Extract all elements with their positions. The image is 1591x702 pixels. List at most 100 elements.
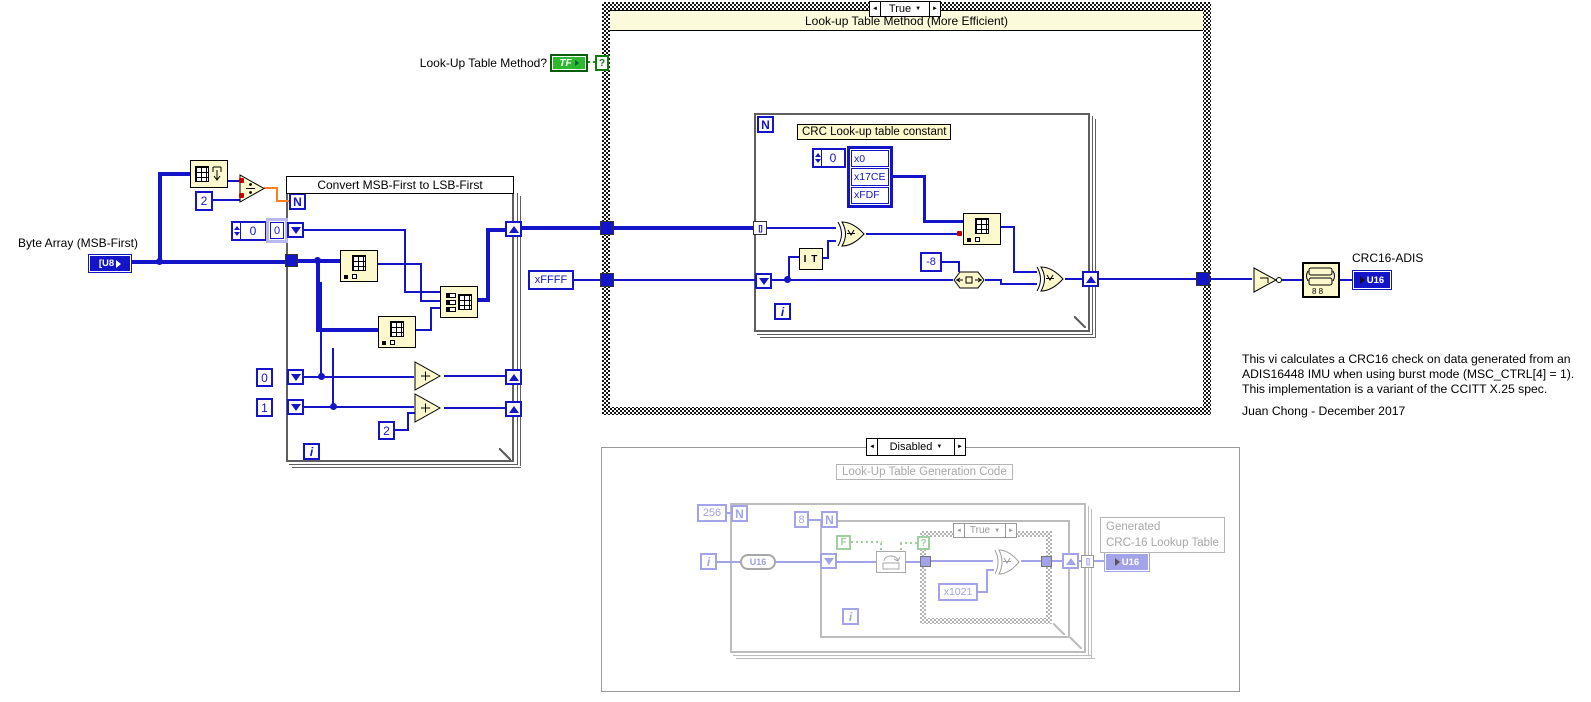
shift-register-up-icon[interactable] (505, 401, 522, 417)
chevron-down-icon[interactable]: ▼ (915, 6, 922, 12)
output-label: CRC16-ADIS (1352, 251, 1424, 265)
loop-count-terminal[interactable]: N (731, 505, 748, 522)
disable-prev-icon[interactable]: ◄ (869, 444, 875, 450)
chevron-down-icon[interactable]: ▼ (936, 444, 943, 450)
loop-shadow (1091, 509, 1092, 659)
swap-bytes-small-icon[interactable]: I T (799, 248, 823, 270)
resize-corner[interactable] (1053, 623, 1065, 635)
case-next-icon[interactable]: ► (932, 6, 938, 12)
add-icon[interactable] (414, 393, 442, 423)
lut-method-terminal[interactable]: TF (550, 54, 588, 72)
case-tunnel[interactable] (1196, 272, 1210, 286)
shift-register-down-icon[interactable] (287, 369, 304, 385)
shift-init-control[interactable]: 0 (231, 221, 267, 241)
spinner-value[interactable]: 0 (249, 224, 257, 238)
shift-register-up-icon[interactable] (505, 369, 522, 385)
shift-init-terminal[interactable]: 0 (266, 218, 288, 243)
disable-selector-value[interactable]: Disabled (889, 441, 933, 453)
table-value[interactable]: xFDF (851, 186, 889, 204)
loop-iteration-terminal[interactable]: i (700, 553, 717, 570)
stride-constant[interactable]: 2 (378, 421, 395, 440)
case-tunnel[interactable] (600, 221, 614, 235)
add-icon[interactable] (414, 361, 442, 391)
loop-count-terminal[interactable]: N (757, 116, 774, 133)
to-u16-conversion-icon[interactable]: U16 (740, 554, 776, 570)
shift-register-up-icon[interactable] (1082, 271, 1099, 287)
table-size-constant[interactable]: 256 (697, 504, 727, 522)
shift-constant[interactable]: -8 (920, 252, 942, 272)
case-next-icon[interactable]: ► (1008, 527, 1014, 534)
resize-corner[interactable] (499, 448, 511, 460)
spinner-value[interactable]: 0 (829, 151, 837, 165)
spinner-arrows-icon[interactable] (814, 150, 822, 166)
wire (1000, 279, 1002, 285)
wire (486, 228, 505, 232)
resize-corner[interactable] (1074, 316, 1086, 328)
input-tunnel[interactable] (285, 254, 298, 267)
index-glyph (382, 340, 395, 345)
not-icon[interactable] (1252, 266, 1284, 294)
disable-selector[interactable]: ◄ Disabled▼ ► (866, 438, 966, 456)
autoindex-tunnel[interactable]: [] (1081, 555, 1094, 568)
shift-register-up-icon[interactable] (1062, 553, 1079, 569)
loop-iteration-terminal[interactable]: i (842, 608, 859, 625)
array-grid-glyph (195, 166, 209, 182)
case-tunnel[interactable] (600, 273, 614, 287)
rotate-left-carry-icon[interactable] (876, 551, 906, 573)
wire (827, 240, 836, 242)
logical-shift-icon[interactable] (953, 270, 985, 290)
chevron-down-icon[interactable]: ▼ (994, 527, 1001, 534)
table-value[interactable]: x17CE (851, 168, 889, 186)
index-constant[interactable]: 1 (256, 398, 273, 417)
tf-text: TF (559, 57, 572, 69)
loop-iteration-terminal[interactable]: i (303, 443, 320, 460)
loop-count-terminal[interactable]: N (289, 193, 306, 210)
crc16-output-terminal[interactable]: U16 (1352, 270, 1392, 290)
convert-loop-title: Convert MSB-First to LSB-First (286, 176, 514, 194)
array-index-spinner[interactable]: 0 (812, 148, 846, 168)
xor-icon[interactable] (836, 221, 866, 247)
spinner-arrows-icon[interactable] (233, 223, 241, 239)
crc-table-constant[interactable]: x0 x17CE xFDF (847, 146, 893, 208)
xor-icon[interactable] (1035, 266, 1065, 292)
resize-corner[interactable] (1070, 637, 1082, 649)
wire (772, 279, 953, 281)
polynomial-constant[interactable]: x1021 (938, 583, 978, 601)
shift-register-down-icon[interactable] (287, 399, 304, 415)
byte-array-terminal[interactable]: [U8 (88, 254, 132, 273)
shift-register-down-icon[interactable] (287, 222, 304, 238)
case-prev-icon[interactable]: ◄ (956, 527, 962, 534)
loop-iteration-terminal[interactable]: i (774, 303, 791, 320)
bit-count-constant[interactable]: 8 (794, 511, 809, 528)
index-array-icon[interactable] (963, 213, 1001, 245)
gen-case-selector-value[interactable]: True (969, 525, 991, 536)
xor-icon[interactable] (993, 549, 1021, 575)
false-constant[interactable]: F (836, 535, 851, 550)
case-tunnel[interactable] (1041, 556, 1052, 567)
disable-next-icon[interactable]: ► (957, 444, 963, 450)
divide-icon[interactable] (239, 174, 266, 203)
seed-constant[interactable]: xFFFF (528, 270, 574, 290)
build-array-icon[interactable] (440, 286, 478, 318)
shift-register-up-icon[interactable] (505, 221, 522, 237)
case-prev-icon[interactable]: ◄ (872, 6, 878, 12)
loop-count-terminal[interactable]: N (821, 511, 838, 528)
table-value[interactable]: x0 (851, 150, 889, 168)
divisor-constant[interactable]: 2 (195, 191, 213, 211)
index-array-icon[interactable] (340, 250, 378, 282)
case-selector-terminal[interactable]: ? (917, 536, 930, 550)
case-selector-value[interactable]: True (888, 3, 912, 15)
autoindex-tunnel[interactable]: [] (753, 221, 767, 235)
gen-case-selector[interactable]: ◄ True▼ ► (953, 523, 1017, 538)
generated-table-terminal[interactable]: U16 (1104, 552, 1150, 572)
swap-bytes-icon[interactable]: 8 8 (1302, 262, 1340, 298)
shift-register-down-icon[interactable] (755, 273, 772, 289)
wire (776, 561, 820, 563)
array-size-icon[interactable] (190, 160, 228, 188)
case-selector-terminal[interactable]: ? (595, 55, 609, 71)
index-constant[interactable]: 0 (256, 368, 273, 387)
shift-register-down-icon[interactable] (820, 553, 837, 569)
case-tunnel[interactable] (920, 556, 931, 567)
index-array-icon[interactable] (378, 316, 416, 348)
case-selector[interactable]: ◄ True▼ ► (869, 1, 941, 17)
